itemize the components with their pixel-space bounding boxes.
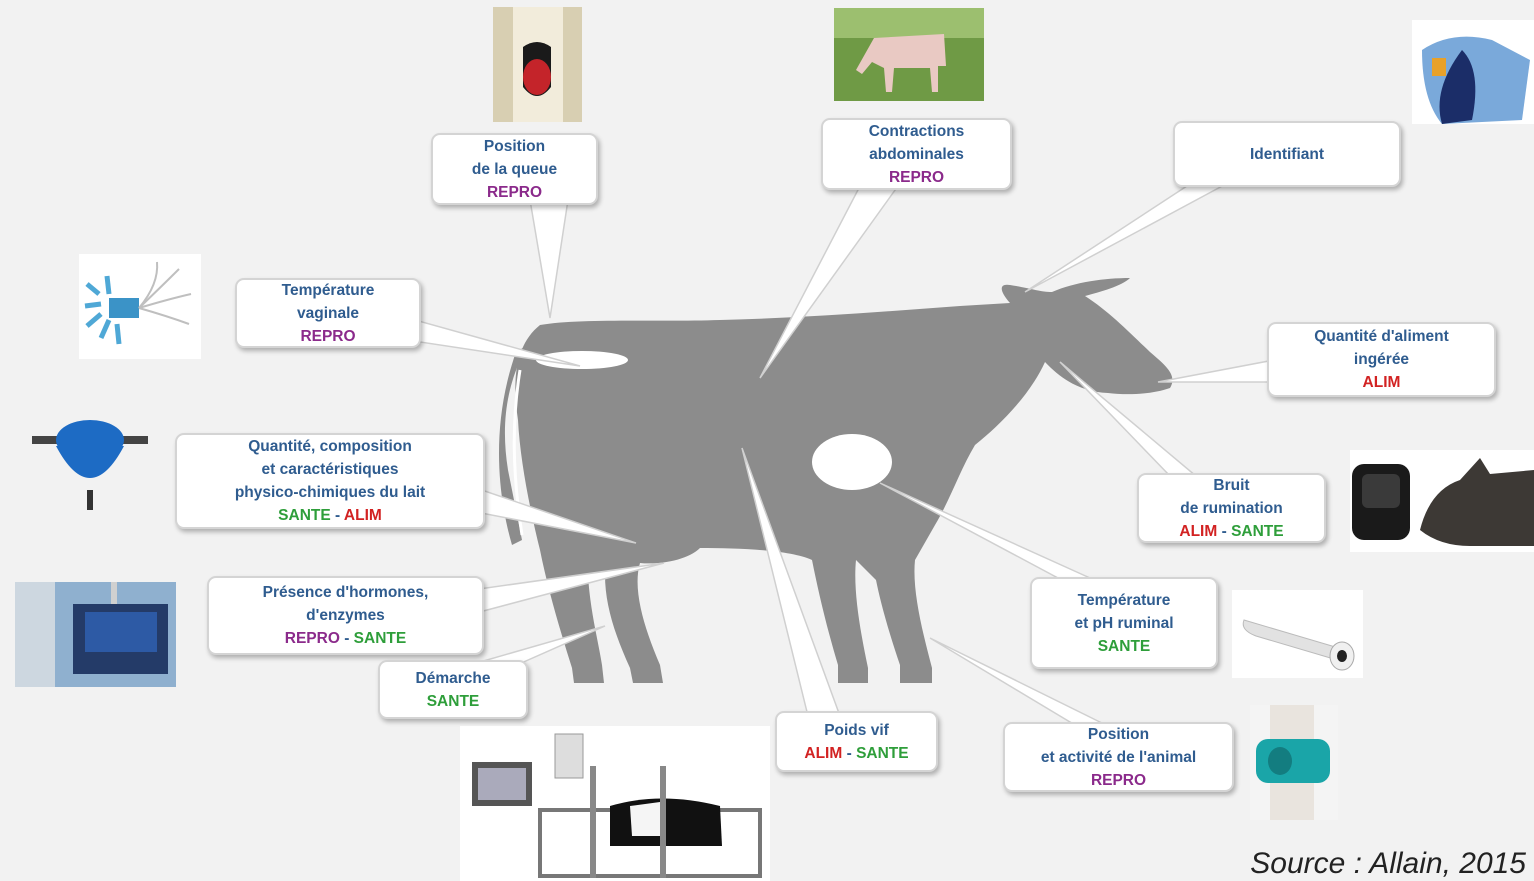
callout-line: Bruit: [1213, 476, 1250, 494]
callout-line: Identifiant: [1249, 145, 1325, 163]
callout-temperature-vaginale: Température vaginale REPRO: [235, 278, 421, 348]
milk-analyzer-photo: [15, 582, 176, 687]
callout-position-queue: Position de la queue REPRO: [431, 133, 598, 205]
pedometer-photo: [1250, 705, 1338, 820]
callout-line: vaginale: [296, 304, 360, 322]
vaginal-probe-photo: [79, 254, 201, 359]
callout-demarche: Démarche SANTE: [378, 660, 528, 719]
vagina-marker: [536, 351, 628, 369]
rumen-marker: [812, 434, 892, 490]
milk-meter-photo: [32, 410, 148, 514]
tag-repro: REPRO: [486, 183, 543, 201]
callout-line: Température: [281, 281, 375, 299]
callout-line: et caractéristiques: [261, 461, 399, 478]
callout-poids-vif: Poids vif ALIM - SANTE: [775, 711, 938, 772]
callout-line: de rumination: [1180, 499, 1283, 517]
tag-repro: REPRO: [888, 168, 945, 186]
callout-line: Quantité, composition: [248, 438, 412, 455]
rumination-collar-photo: [1350, 450, 1534, 552]
callout-line: physico-chimiques du lait: [234, 484, 426, 501]
tag-sante: SANTE: [1097, 637, 1151, 655]
callout-line: de la queue: [471, 160, 558, 178]
callout-line: Température: [1077, 591, 1171, 609]
tag-repro: REPRO: [1090, 771, 1147, 789]
tag-alim: ALIM: [343, 507, 382, 524]
callout-line: et pH ruminal: [1074, 614, 1174, 632]
callout-line: Quantité d'aliment: [1314, 328, 1449, 345]
callout-line: abdominales: [869, 145, 964, 163]
tag-alim: ALIM: [1362, 374, 1401, 391]
callout-line: Contractions: [868, 122, 965, 140]
callout-line: et activité de l'animal: [1040, 748, 1197, 766]
callout-line: Position: [1087, 725, 1150, 743]
tail-sensor-photo: [493, 7, 582, 122]
callout-pointers: [406, 183, 1275, 729]
tag-sante: SANTE: [1231, 522, 1284, 540]
ear-tag-cow-photo: [1412, 20, 1534, 124]
rumen-bolus-photo: [1232, 590, 1363, 678]
grazing-cow-photo: [834, 8, 984, 101]
callout-bruit-rumination: Bruit de rumination ALIM - SANTE: [1137, 473, 1326, 543]
tag-sante: SANTE: [353, 630, 407, 647]
callout-line: Position: [483, 137, 546, 155]
callout-line: ingérée: [1353, 351, 1410, 368]
tag-repro: REPRO: [300, 327, 356, 345]
callout-line: Présence d'hormones,: [262, 584, 429, 601]
callout-contractions: Contractions abdominales REPRO: [821, 118, 1012, 190]
tag-repro: REPRO: [284, 630, 340, 647]
weighing-scale-photo: [460, 726, 770, 881]
tag-sante: SANTE: [278, 507, 331, 524]
tag-alim: ALIM: [804, 744, 843, 762]
callout-quantite-lait: Quantité, composition et caractéristique…: [175, 433, 485, 529]
callout-quantite-aliment: Quantité d'aliment ingérée ALIM: [1267, 322, 1496, 397]
callout-identifiant: Identifiant: [1173, 121, 1401, 187]
tag-sante: SANTE: [856, 744, 909, 762]
tag-alim: ALIM: [1179, 522, 1218, 540]
callout-line: Démarche: [415, 669, 491, 687]
tag-sante: SANTE: [426, 692, 480, 710]
source-citation: Source : Allain, 2015: [1250, 847, 1526, 880]
callout-line: Poids vif: [824, 721, 889, 739]
callout-line: d'enzymes: [306, 607, 385, 624]
callout-position-activite: Position et activité de l'animal REPRO: [1003, 722, 1234, 792]
callout-hormones: Présence d'hormones, d'enzymes REPRO - S…: [207, 576, 484, 655]
callout-temperature-ruminal: Température et pH ruminal SANTE: [1030, 577, 1218, 669]
